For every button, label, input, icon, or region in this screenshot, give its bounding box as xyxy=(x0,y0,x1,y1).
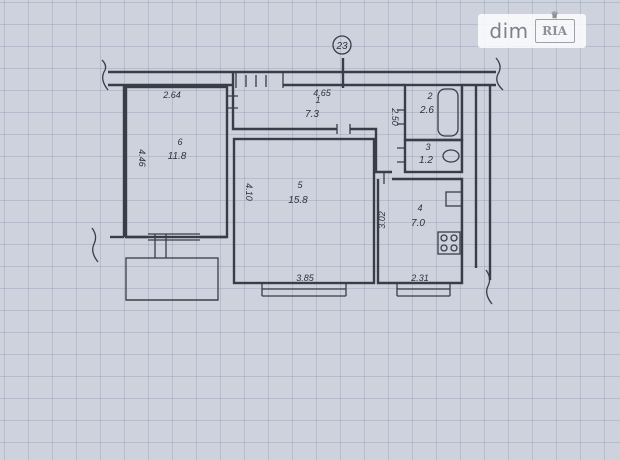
axis-marker-bubble xyxy=(332,35,352,55)
room-5-walls xyxy=(232,137,376,297)
room-3-number: 3 xyxy=(425,142,430,152)
dimension-room-4-depth: 3.02 xyxy=(377,211,387,229)
room-3-area: 1.2 xyxy=(419,155,433,166)
room-4-number: 4 xyxy=(417,203,422,213)
room-2-area: 2.6 xyxy=(419,105,434,116)
axis-marker-label: 23 xyxy=(335,41,348,52)
dim-ria-watermark: dim ♛ RIA xyxy=(478,12,586,48)
room-5-area: 15.8 xyxy=(288,195,308,206)
crown-icon: ♛ xyxy=(550,11,559,21)
room-6-area: 11.8 xyxy=(168,151,187,162)
dimension-room-4-width: 2.31 xyxy=(410,273,429,283)
dimension-room-5-depth: 4.10 xyxy=(244,183,254,201)
room-1-walls xyxy=(228,58,392,174)
room-2-3-walls xyxy=(397,83,464,174)
dimension-room-5-width: 3.85 xyxy=(296,273,315,283)
room-4-walls xyxy=(376,172,464,297)
dimension-room-1-length: 4.65 xyxy=(313,88,332,98)
watermark-brand: dim xyxy=(489,19,529,43)
room-1-number: 1 xyxy=(315,95,320,105)
dimension-room-6-width: 2.64 xyxy=(162,90,181,100)
room-4-area: 7.0 xyxy=(411,218,425,229)
room-5-number: 5 xyxy=(297,180,303,190)
room-6-number: 6 xyxy=(177,137,182,147)
dimension-room-6-depth: 4.46 xyxy=(137,149,147,167)
outer-walls xyxy=(91,57,504,305)
room-2-number: 2 xyxy=(426,91,432,101)
room-6-walls xyxy=(124,85,229,301)
room-1-area: 7.3 xyxy=(305,109,319,120)
dimension-corridor-depth: 2.50 xyxy=(390,107,400,126)
watermark-badge-label: RIA xyxy=(542,24,568,38)
watermark-badge: ♛ RIA xyxy=(534,12,575,43)
